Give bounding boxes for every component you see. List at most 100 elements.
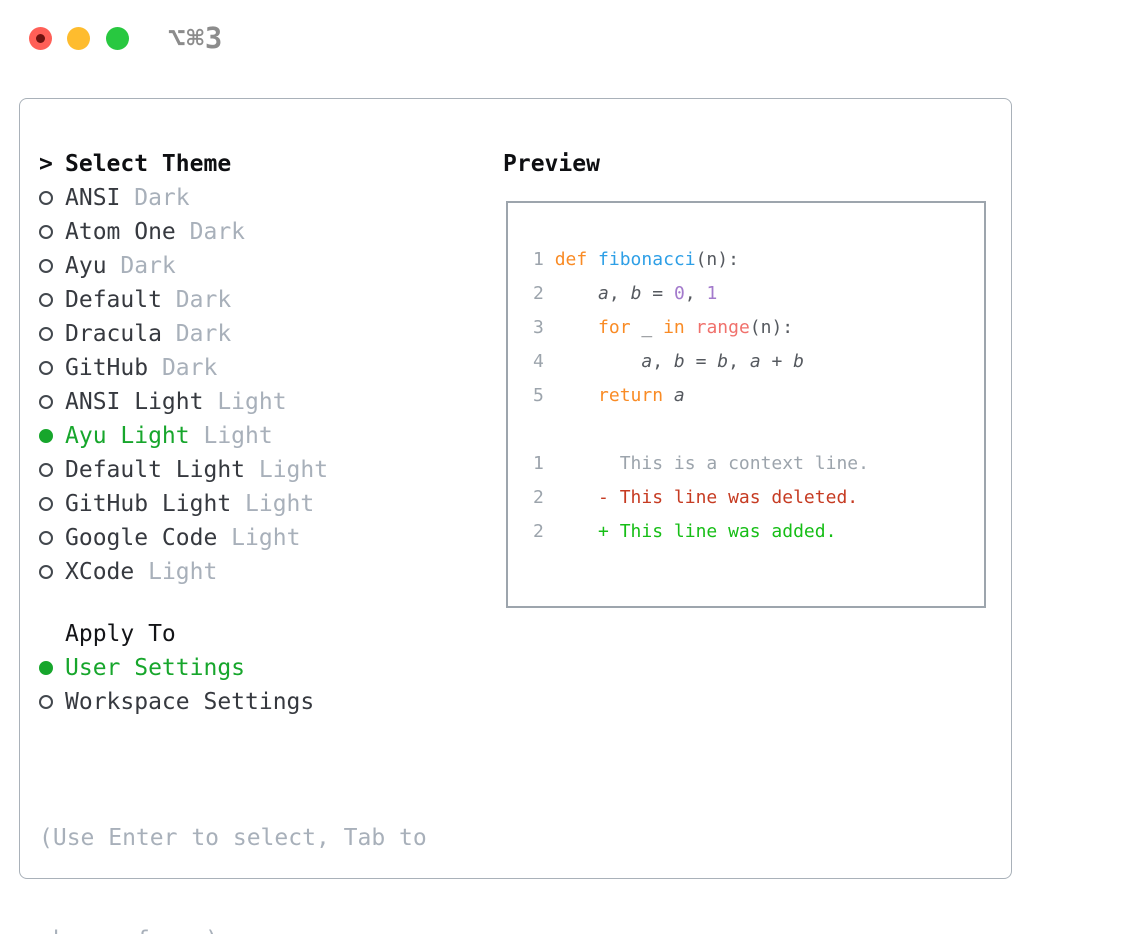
option-label: Ayu Dark: [65, 253, 176, 279]
option-variant: Light: [217, 525, 301, 551]
radio-icon: [39, 695, 65, 709]
token-number: 0: [673, 283, 685, 304]
token-variable: a: [749, 351, 761, 372]
help-line-2: change focus): [39, 923, 427, 934]
option-label: Workspace Settings: [65, 689, 314, 715]
token-plain: ,: [652, 351, 674, 372]
radio-circle: [39, 497, 53, 511]
token-variable: a: [673, 385, 685, 406]
theme-option-google-code[interactable]: Google Code Light: [39, 521, 427, 555]
token-plain: +: [760, 351, 794, 372]
option-label: Default Dark: [65, 287, 231, 313]
option-label: GitHub Light Light: [65, 491, 314, 517]
radio-circle: [39, 259, 53, 273]
token-plain: [555, 283, 598, 304]
option-name: User Settings: [65, 655, 246, 681]
option-name: Google Code: [65, 525, 218, 551]
line-number: 1: [533, 453, 544, 474]
close-dot-icon: [36, 34, 45, 43]
theme-option-github-light[interactable]: GitHub Light Light: [39, 487, 427, 521]
token-variable: b: [717, 351, 729, 372]
option-name: Ayu Light: [65, 423, 190, 449]
code-line: 4 a, b = b, a + b: [533, 345, 869, 379]
option-variant: Dark: [175, 219, 246, 245]
token-plain: [663, 385, 674, 406]
token-plain: =: [684, 351, 718, 372]
theme-option-github[interactable]: GitHub Dark: [39, 351, 427, 385]
select-theme-header: > Select Theme: [39, 147, 427, 181]
token-plain: _: [630, 317, 664, 338]
minimize-button[interactable]: [67, 27, 90, 50]
token-function: fibonacci: [598, 249, 696, 270]
token-plain: ,: [728, 351, 750, 372]
radio-icon: [39, 191, 65, 205]
window-title: ⌥⌘3: [168, 21, 224, 55]
radio-icon: [39, 463, 65, 477]
token-number: 1: [706, 283, 718, 304]
line-number: 3: [533, 317, 544, 338]
radio-circle: [39, 695, 53, 709]
option-name: GitHub: [65, 355, 149, 381]
token-variable: b: [673, 351, 685, 372]
option-variant: Light: [189, 423, 273, 449]
theme-option-ayu[interactable]: Ayu Dark: [39, 249, 427, 283]
token-keyword: in: [663, 317, 685, 338]
token-plain: [685, 317, 696, 338]
option-name: Default: [65, 287, 162, 313]
help-line-1: (Use Enter to select, Tab to: [39, 825, 427, 851]
radio-circle: [39, 225, 53, 239]
option-label: Atom One Dark: [65, 219, 245, 245]
line-number: 4: [533, 351, 544, 372]
radio-circle: [39, 395, 53, 409]
token-plain: [555, 385, 598, 406]
option-label: Default Light Light: [65, 457, 328, 483]
theme-option-dracula[interactable]: Dracula Dark: [39, 317, 427, 351]
radio-icon: [39, 497, 65, 511]
option-variant: Dark: [148, 355, 218, 381]
token-keyword: for: [598, 317, 631, 338]
apply-option-user-settings[interactable]: User Settings: [39, 651, 427, 685]
radio-circle: [39, 327, 53, 341]
code-line: 5 return a: [533, 379, 869, 413]
option-name: Ayu: [65, 253, 107, 279]
theme-option-ansi[interactable]: ANSI Dark: [39, 181, 427, 215]
radio-icon: [39, 361, 65, 375]
line-number: 2: [533, 487, 544, 508]
token-plain: =: [641, 283, 674, 304]
option-variant: Light: [134, 559, 218, 585]
option-label: ANSI Dark: [65, 185, 190, 211]
theme-option-ayu-light[interactable]: Ayu Light Light: [39, 419, 427, 453]
diff-text: This is a context line.: [598, 453, 869, 474]
theme-option-default[interactable]: Default Dark: [39, 283, 427, 317]
option-variant: Light: [203, 389, 287, 415]
option-name: GitHub Light: [65, 491, 232, 517]
token-plain: [555, 317, 598, 338]
radio-icon: [39, 327, 65, 341]
theme-option-xcode[interactable]: XCode Light: [39, 555, 427, 589]
theme-option-default-light[interactable]: Default Light Light: [39, 453, 427, 487]
prompt-marker: >: [39, 151, 65, 177]
prompt-icon: >: [39, 151, 53, 177]
diff-text: - This line was deleted.: [598, 487, 859, 508]
option-name: Atom One: [65, 219, 176, 245]
line-number: 2: [533, 521, 544, 542]
option-variant: Dark: [161, 321, 232, 347]
option-label: User Settings: [65, 655, 245, 681]
radio-icon: [39, 531, 65, 545]
diff-line-added: 2 + This line was added.: [533, 515, 869, 549]
theme-option-atom-one[interactable]: Atom One Dark: [39, 215, 427, 249]
apply-to-title: Apply To: [65, 621, 176, 647]
close-button[interactable]: [29, 27, 52, 50]
code-line: 1 def fibonacci(n):: [533, 243, 869, 277]
line-number: 5: [533, 385, 544, 406]
help-text: (Use Enter to select, Tab to change focu…: [39, 753, 427, 934]
token-variable: b: [793, 351, 805, 372]
apply-option-workspace-settings[interactable]: Workspace Settings: [39, 685, 427, 719]
line-number: 2: [533, 283, 544, 304]
zoom-button[interactable]: [106, 27, 129, 50]
theme-option-ansi-light[interactable]: ANSI Light Light: [39, 385, 427, 419]
radio-circle: [39, 293, 53, 307]
